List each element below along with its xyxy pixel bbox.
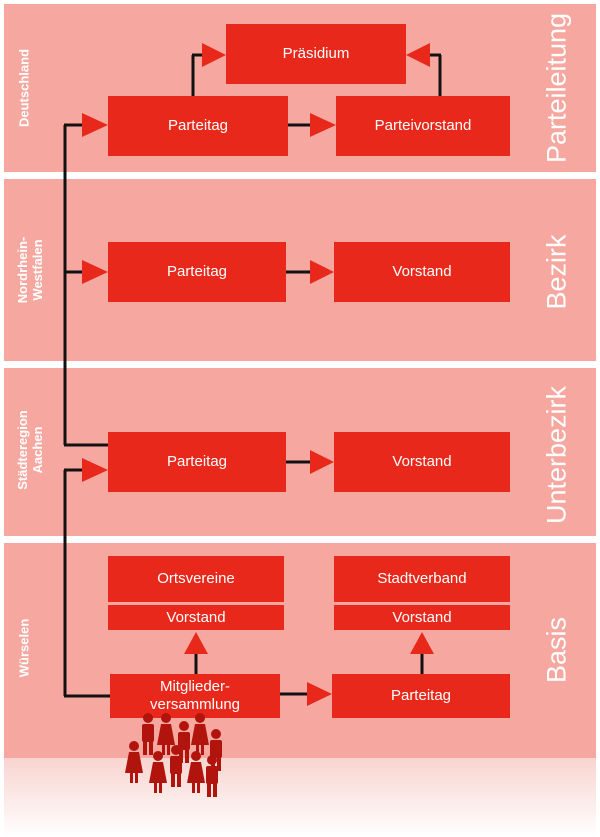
box-parteitag-basis: Parteitag	[332, 674, 510, 718]
arrow-icon	[310, 450, 334, 474]
arrow-icon	[82, 458, 108, 482]
box-parteivorstand: Parteivorstand	[336, 96, 510, 156]
box-vorstand-unterbezirk: Vorstand	[334, 432, 510, 492]
arrow-icon	[202, 43, 226, 67]
box-vorstand-stadtverband: Vorstand	[334, 605, 510, 630]
box-vorstand-ortsvereine: Vorstand	[108, 605, 284, 630]
arrow-icon	[184, 632, 208, 654]
arrow-icon	[307, 682, 332, 706]
people-group-icon	[125, 713, 222, 797]
box-praesidium: Präsidium	[226, 24, 406, 84]
box-parteitag-bezirk: Parteitag	[108, 242, 286, 302]
box-mitgliederversammlung: Mitglieder- versammlung	[110, 674, 280, 718]
arrow-icon	[310, 260, 334, 284]
arrow-icon	[82, 113, 108, 137]
arrow-icon	[406, 43, 430, 67]
arrow-icon	[310, 113, 336, 137]
box-parteitag-unterbezirk: Parteitag	[108, 432, 286, 492]
box-ortsvereine: Ortsvereine	[108, 556, 284, 602]
reflection	[4, 758, 596, 837]
arrow-icon	[410, 632, 434, 654]
box-vorstand-bezirk: Vorstand	[334, 242, 510, 302]
box-parteitag-bund: Parteitag	[108, 96, 288, 156]
arrow-icon	[82, 260, 108, 284]
box-stadtverband: Stadtverband	[334, 556, 510, 602]
